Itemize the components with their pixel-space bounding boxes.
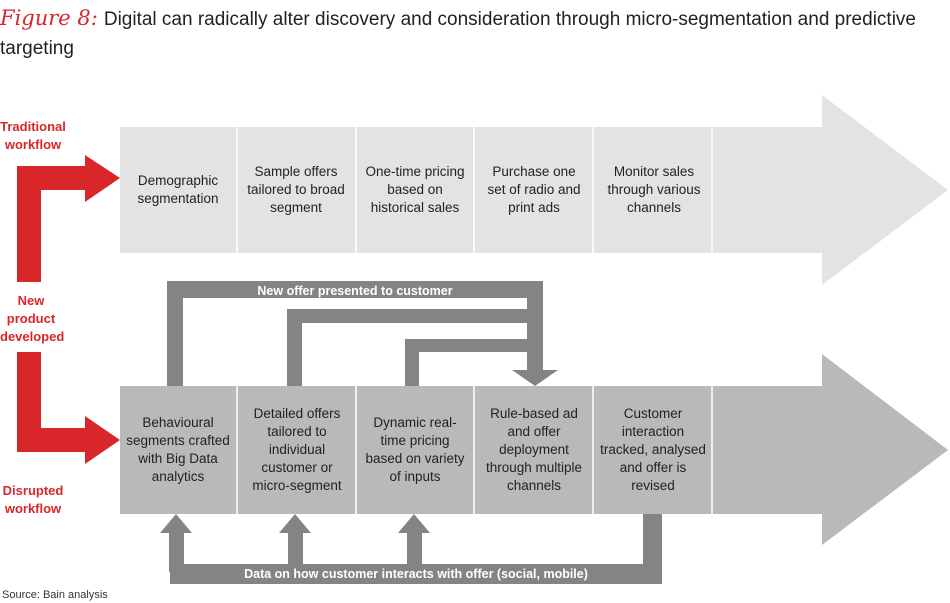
bottom-loop-arrowhead-1 <box>160 514 192 533</box>
disrupted-step-1: Behavioural segments crafted with Big Da… <box>126 415 230 484</box>
disrupted-dividers <box>236 386 713 514</box>
bottom-feedback-loop <box>160 514 662 584</box>
new-offer-label: New offer presented to customer <box>257 284 453 298</box>
traditional-dividers <box>236 127 713 253</box>
top-feedback-loop <box>167 281 558 386</box>
traditional-step-4: Purchase one set of radio and print ads <box>487 164 581 215</box>
disrupted-workflow-arrow <box>120 354 948 545</box>
traditional-step-5: Monitor sales through various channels <box>607 164 701 215</box>
disrupted-step-4: Rule-based ad and offer deployment throu… <box>485 406 583 493</box>
new-product-label: New product developed <box>0 293 65 344</box>
bottom-loop-arrowhead-3 <box>398 514 430 533</box>
traditional-workflow-label: Traditional workflow <box>0 119 66 152</box>
new-product-red-arrows <box>17 155 120 464</box>
disrupted-workflow-label: Disrupted workflow <box>2 483 64 516</box>
figure-title-text: Digital can radically alter discovery an… <box>0 9 916 59</box>
traditional-step-2: Sample offers tailored to broad segment <box>247 164 345 215</box>
bottom-loop-arrowhead-2 <box>279 514 311 533</box>
disrupted-step-2: Detailed offers tailored to individual c… <box>252 406 342 493</box>
source-note: Source: Bain analysis <box>2 589 108 601</box>
customer-data-label: Data on how customer interacts with offe… <box>244 567 588 581</box>
traditional-step-3: One-time pricing based on historical sal… <box>365 164 465 215</box>
figure-number: Figure 8: <box>0 6 98 30</box>
disrupted-step-3: Dynamic real-time pricing based on varie… <box>365 415 465 484</box>
traditional-step-1: Demographic segmentation <box>137 173 219 206</box>
traditional-workflow-arrow <box>120 95 948 285</box>
figure-title: Figure 8:Digital can radically alter dis… <box>0 4 940 63</box>
disrupted-step-5: Customer interaction tracked, analysed a… <box>600 406 706 493</box>
top-loop-arrowhead <box>512 370 558 386</box>
